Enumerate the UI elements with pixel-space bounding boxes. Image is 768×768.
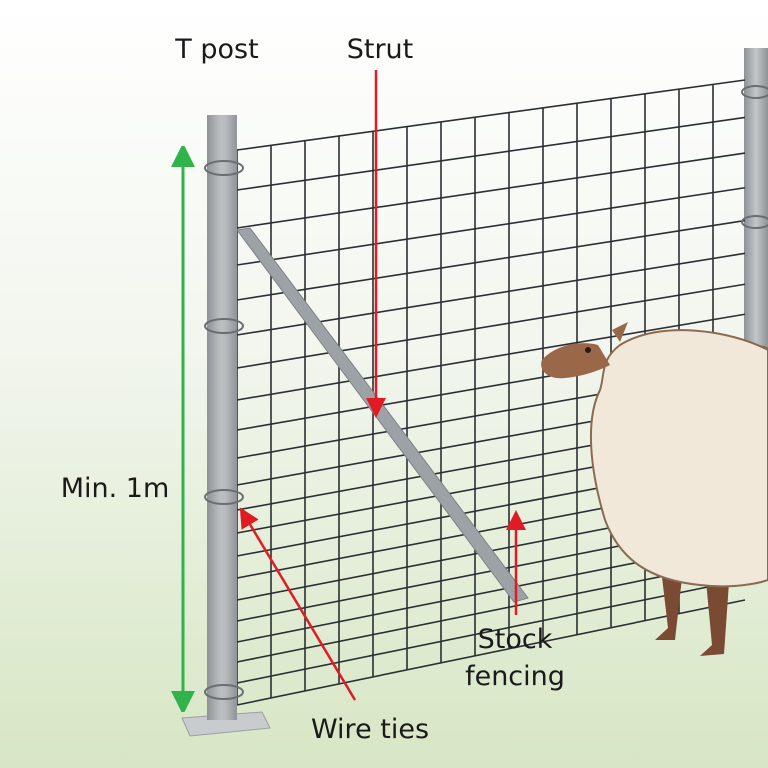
sheep-ear [612, 322, 628, 342]
wire-tie [204, 489, 244, 505]
sheep-body [589, 329, 768, 588]
label-stock-fencing-line1: Stock [478, 624, 553, 655]
label-min-height: Min. 1m [61, 473, 170, 504]
label-t-post: T post [174, 34, 258, 65]
mesh-horizontal-wire [236, 578, 746, 684]
wire-tie [204, 160, 244, 176]
wire-tie [741, 85, 768, 99]
mesh-horizontal-wire [236, 283, 746, 369]
t-post-rib [219, 115, 225, 720]
mesh-horizontal-wire [236, 186, 746, 266]
wire-ties-arrow [239, 507, 357, 701]
wire-tie [204, 684, 244, 700]
mesh-horizontal-wire [236, 116, 746, 191]
label-strut: Strut [347, 34, 414, 65]
mesh-horizontal-wire [236, 219, 746, 301]
mesh-horizontal-wire [236, 79, 746, 151]
mesh-horizontal-wire [236, 252, 746, 336]
wire-tie [204, 318, 244, 334]
wire-tie [741, 215, 768, 229]
mesh-horizontal-wire [236, 599, 746, 706]
label-stock-fencing-line2: fencing [465, 661, 565, 692]
mesh-horizontal-wire [236, 152, 746, 229]
sheep-head [541, 343, 610, 379]
sheep-eye [585, 347, 591, 353]
sheep [541, 322, 768, 656]
mesh-horizontal-wire [236, 313, 746, 401]
label-wire-ties: Wire ties [311, 714, 429, 745]
sheep-leg [700, 568, 730, 656]
